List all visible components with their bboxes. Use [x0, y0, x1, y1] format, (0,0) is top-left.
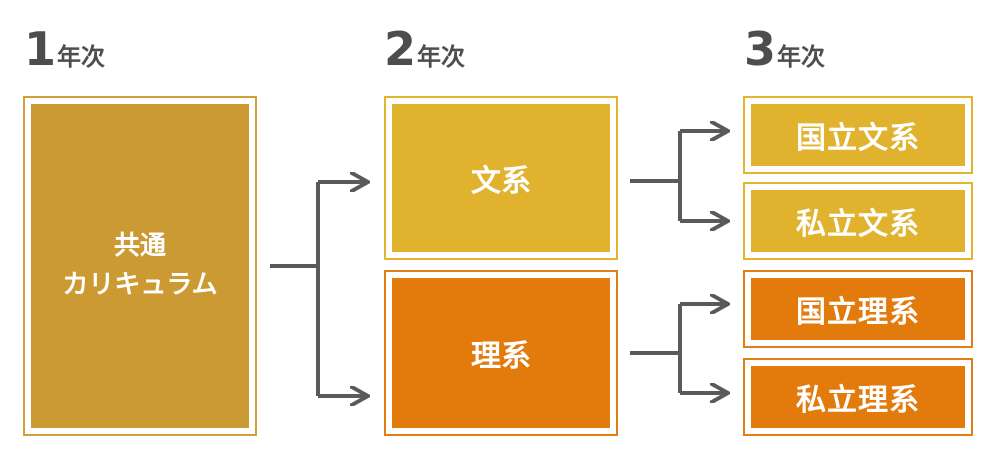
bunkei-box: 文系 [384, 96, 618, 260]
bunkei-label: 文系 [392, 104, 610, 252]
shiritsu-rikei-box: 私立理系 [743, 358, 973, 436]
year-2-heading: 2 年次 [384, 26, 465, 76]
common-curriculum-line1: 共通 [113, 231, 166, 261]
rikei-label: 理系 [392, 278, 610, 428]
shiritsu-bunkei-box: 私立文系 [743, 182, 973, 260]
kokuritsu-bunkei-box: 国立文系 [743, 96, 973, 174]
year-number: 3 [744, 22, 776, 76]
year-unit: 年次 [57, 43, 106, 71]
kokuritsu-rikei-label: 国立理系 [751, 278, 965, 340]
year-number: 1 [24, 22, 56, 76]
shiritsu-bunkei-label: 私立文系 [751, 190, 965, 252]
year-1-heading: 1 年次 [24, 26, 105, 76]
shiritsu-rikei-label: 私立理系 [751, 366, 965, 428]
year-number: 2 [384, 22, 416, 76]
kokuritsu-bunkei-label: 国立文系 [751, 104, 965, 166]
year-unit: 年次 [777, 43, 826, 71]
kokuritsu-rikei-box: 国立理系 [743, 270, 973, 348]
common-curriculum-fill: 共通 カリキュラム [31, 104, 249, 428]
year-3-heading: 3 年次 [744, 26, 825, 76]
year-unit: 年次 [417, 43, 466, 71]
common-curriculum-box: 共通 カリキュラム [23, 96, 257, 436]
rikei-box: 理系 [384, 270, 618, 436]
common-curriculum-line2: カリキュラム [62, 270, 218, 300]
